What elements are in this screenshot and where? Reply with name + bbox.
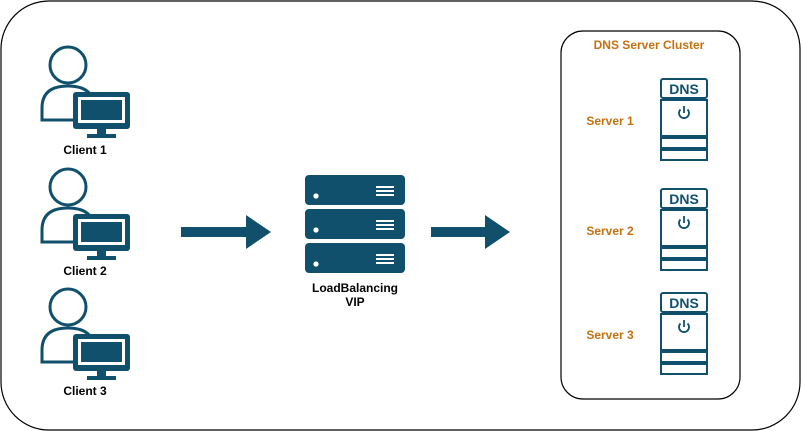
dns-server-icon: DNS [660,188,708,271]
dns-server-icon: DNS [660,292,708,375]
server-2-label: Server 2 [586,224,634,238]
arrow-right-icon [181,215,271,249]
dns-server-icon: DNS [660,78,708,161]
monitor-icon [73,92,130,138]
power-icon [678,216,690,229]
monitor-icon [73,214,130,260]
load-balancer-label-line1: LoadBalancing [312,281,398,295]
server-3-label: Server 3 [586,328,634,342]
server-1-label: Server 1 [586,114,634,128]
dns-server-cluster: DNS Server Cluster Server 1 DNS Server 2… [560,30,741,400]
dns-cluster-title: DNS Server Cluster [594,38,705,52]
dns-badge: DNS [669,295,699,311]
load-balancer-label-line2: VIP [345,295,364,309]
server-rack-icon [305,175,405,273]
power-icon [678,320,690,333]
dns-badge: DNS [669,81,699,97]
dns-cluster-frame [560,30,741,400]
client-2-label: Client 2 [63,264,107,278]
client-2: Client 2 [40,167,130,278]
client-1-label: Client 1 [63,143,107,157]
dns-badge: DNS [669,191,699,207]
load-balancer: LoadBalancing VIP [305,175,405,309]
client-3-label: Client 3 [63,384,107,398]
client-1: Client 1 [40,45,130,157]
monitor-icon [73,334,130,380]
client-3: Client 3 [40,287,130,398]
arrow-right-icon [431,215,510,249]
power-icon [678,106,690,119]
